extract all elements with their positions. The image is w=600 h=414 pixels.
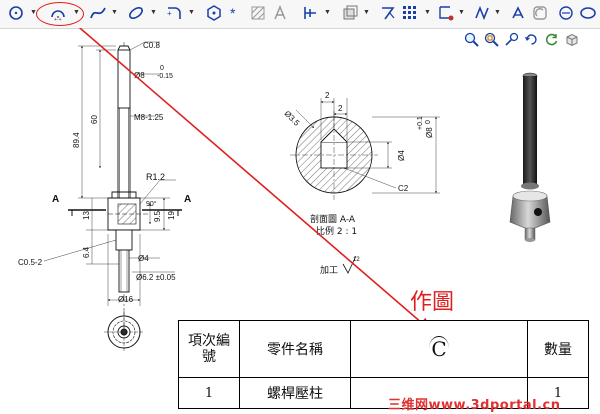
dim-len95: 9.5 bbox=[153, 210, 162, 222]
ellipse-sketch-icon[interactable] bbox=[578, 3, 598, 23]
dim-len89: 89.4 bbox=[72, 132, 81, 148]
watermark: 三维网www.3dportal.cn bbox=[388, 398, 561, 413]
dropdown-arrow-icon[interactable]: ▼ bbox=[111, 9, 118, 16]
cell-material bbox=[350, 377, 528, 409]
finish-label: 加工 bbox=[320, 265, 338, 276]
dropdown-arrow-icon[interactable]: ▼ bbox=[424, 9, 431, 16]
section-marker-a-left: A bbox=[52, 194, 59, 205]
section-caption-title: 剖面圖 A-A bbox=[310, 213, 356, 225]
dim-c2: C2 bbox=[398, 184, 409, 193]
dropdown-arrow-icon[interactable]: ▼ bbox=[494, 9, 501, 16]
svg-text:+: + bbox=[167, 9, 172, 18]
header-part-name: 零件名稱 bbox=[239, 320, 351, 378]
header-item-number-label: 項次編號 bbox=[188, 333, 230, 365]
dim-radius: R1.2 bbox=[146, 172, 165, 182]
dim-chamfer-bottom: C0.5-2 bbox=[18, 258, 43, 267]
dim-tol-lower: 0 bbox=[425, 120, 432, 124]
trim-icon[interactable] bbox=[300, 3, 320, 23]
mirror-icon[interactable] bbox=[378, 3, 398, 23]
fillet-tool-icon[interactable]: + bbox=[164, 3, 184, 23]
dropdown-arrow-icon[interactable]: ▼ bbox=[150, 9, 157, 16]
dropdown-arrow-icon[interactable]: ▼ bbox=[458, 9, 465, 16]
dim-dia62: Ø6.2 ±0.05 bbox=[136, 273, 176, 282]
dim-dia8: Ø8 bbox=[134, 71, 145, 80]
offset-icon[interactable] bbox=[340, 3, 360, 23]
point-tool-icon[interactable] bbox=[204, 3, 224, 23]
smart-dimension-icon[interactable] bbox=[530, 3, 550, 23]
dim-tol-upper: +0.1 bbox=[417, 116, 424, 130]
cell-part-name: 螺桿壓柱 bbox=[239, 377, 351, 409]
cell-item-number: 1 bbox=[178, 377, 240, 409]
text-icon[interactable] bbox=[270, 3, 290, 23]
dim-2-top: 2 bbox=[325, 91, 330, 100]
dropdown-arrow-icon[interactable]: ▼ bbox=[363, 9, 370, 16]
surface-finish-symbol bbox=[342, 255, 357, 274]
model-preview bbox=[509, 72, 551, 242]
centerline-icon[interactable]: * bbox=[226, 3, 246, 23]
end-view bbox=[104, 312, 144, 352]
svg-text:*: * bbox=[230, 5, 236, 21]
header-material: C bbox=[350, 320, 528, 378]
annotation-arrow bbox=[78, 28, 431, 331]
spline-tool-icon[interactable] bbox=[88, 3, 108, 23]
dropdown-arrow-icon[interactable]: ▼ bbox=[73, 9, 80, 16]
dropdown-arrow-icon[interactable]: ▼ bbox=[30, 9, 37, 16]
dim-thread: M8-1.25 bbox=[134, 113, 164, 122]
dim-2-left: 2 bbox=[338, 104, 343, 113]
dropdown-arrow-icon[interactable]: ▼ bbox=[188, 9, 195, 16]
rotate-view-icon[interactable] bbox=[522, 30, 540, 48]
sketch-toolbar: ▼ +·+ ▼ ▼ ▼ + ▼ * ▼ ▼ ▼ ▼ ▼ bbox=[0, 0, 600, 29]
refresh-icon[interactable] bbox=[542, 30, 560, 48]
dim-dia8-tol-upper: 0 bbox=[160, 65, 164, 72]
header-material-label: C bbox=[429, 336, 449, 361]
zoom-fit-icon[interactable] bbox=[462, 30, 480, 48]
table-row: 項次編號 零件名稱 C 數量 bbox=[178, 320, 589, 378]
hatch-icon[interactable] bbox=[248, 3, 268, 23]
dim-dia8-tol-lower: -0.15 bbox=[157, 73, 173, 80]
cell-quantity: 1 bbox=[527, 377, 589, 409]
move-icon[interactable] bbox=[436, 3, 456, 23]
zoom-inout-icon[interactable] bbox=[502, 30, 520, 48]
dim-len13: 13 bbox=[82, 211, 91, 220]
scale-icon[interactable] bbox=[508, 3, 528, 23]
circle-tool-icon[interactable] bbox=[6, 3, 26, 23]
dim-angle: 90° bbox=[146, 200, 157, 208]
ellipse-tool-icon[interactable] bbox=[126, 3, 146, 23]
dim-section-dia4: Ø4 bbox=[397, 150, 406, 161]
dropdown-arrow-icon[interactable]: ▼ bbox=[324, 9, 331, 16]
table-row: 1 螺桿壓柱 1 bbox=[178, 377, 589, 409]
view-orientation-icon[interactable] bbox=[562, 30, 580, 48]
annotation-text: 作圖 bbox=[410, 290, 455, 315]
pattern-icon[interactable] bbox=[400, 3, 420, 23]
dim-section-dia8: Ø8 bbox=[425, 127, 434, 138]
drawing-sheet: C0.8 Ø8 0 -0.15 M8-1.25 60 89.4 R1.2 90°… bbox=[18, 28, 551, 352]
section-caption-scale: 比例 2 : 1 bbox=[316, 225, 357, 237]
bom-table: 項次編號 零件名稱 C 數量 1 螺桿壓柱 1 bbox=[178, 320, 589, 409]
zoom-area-icon[interactable] bbox=[482, 30, 500, 48]
relation-icon[interactable] bbox=[556, 3, 576, 23]
header-quantity: 數量 bbox=[527, 320, 589, 378]
rotate-icon[interactable] bbox=[472, 3, 492, 23]
dim-dia16: Ø16 bbox=[118, 295, 134, 304]
dim-len60: 60 bbox=[90, 115, 99, 124]
section-view bbox=[290, 98, 440, 200]
dim-dia4: Ø4 bbox=[138, 254, 149, 263]
dim-chamfer-top: C0.8 bbox=[143, 41, 160, 50]
svg-text:+·+: +·+ bbox=[54, 17, 62, 22]
header-item-number: 項次編號 bbox=[178, 320, 240, 378]
side-view-dimensions: C0.8 Ø8 0 -0.15 M8-1.25 60 89.4 R1.2 90°… bbox=[18, 41, 191, 304]
section-marker-a-right: A bbox=[184, 194, 191, 205]
dim-len64: 6.4 bbox=[82, 246, 91, 258]
dim-len19: 19 bbox=[167, 211, 176, 220]
dim-dia35: Ø3.5 bbox=[283, 109, 302, 128]
side-view bbox=[43, 41, 182, 328]
arc-tool-icon[interactable]: +·+ bbox=[48, 3, 68, 23]
finish-symbol-value: 12 bbox=[353, 257, 360, 263]
